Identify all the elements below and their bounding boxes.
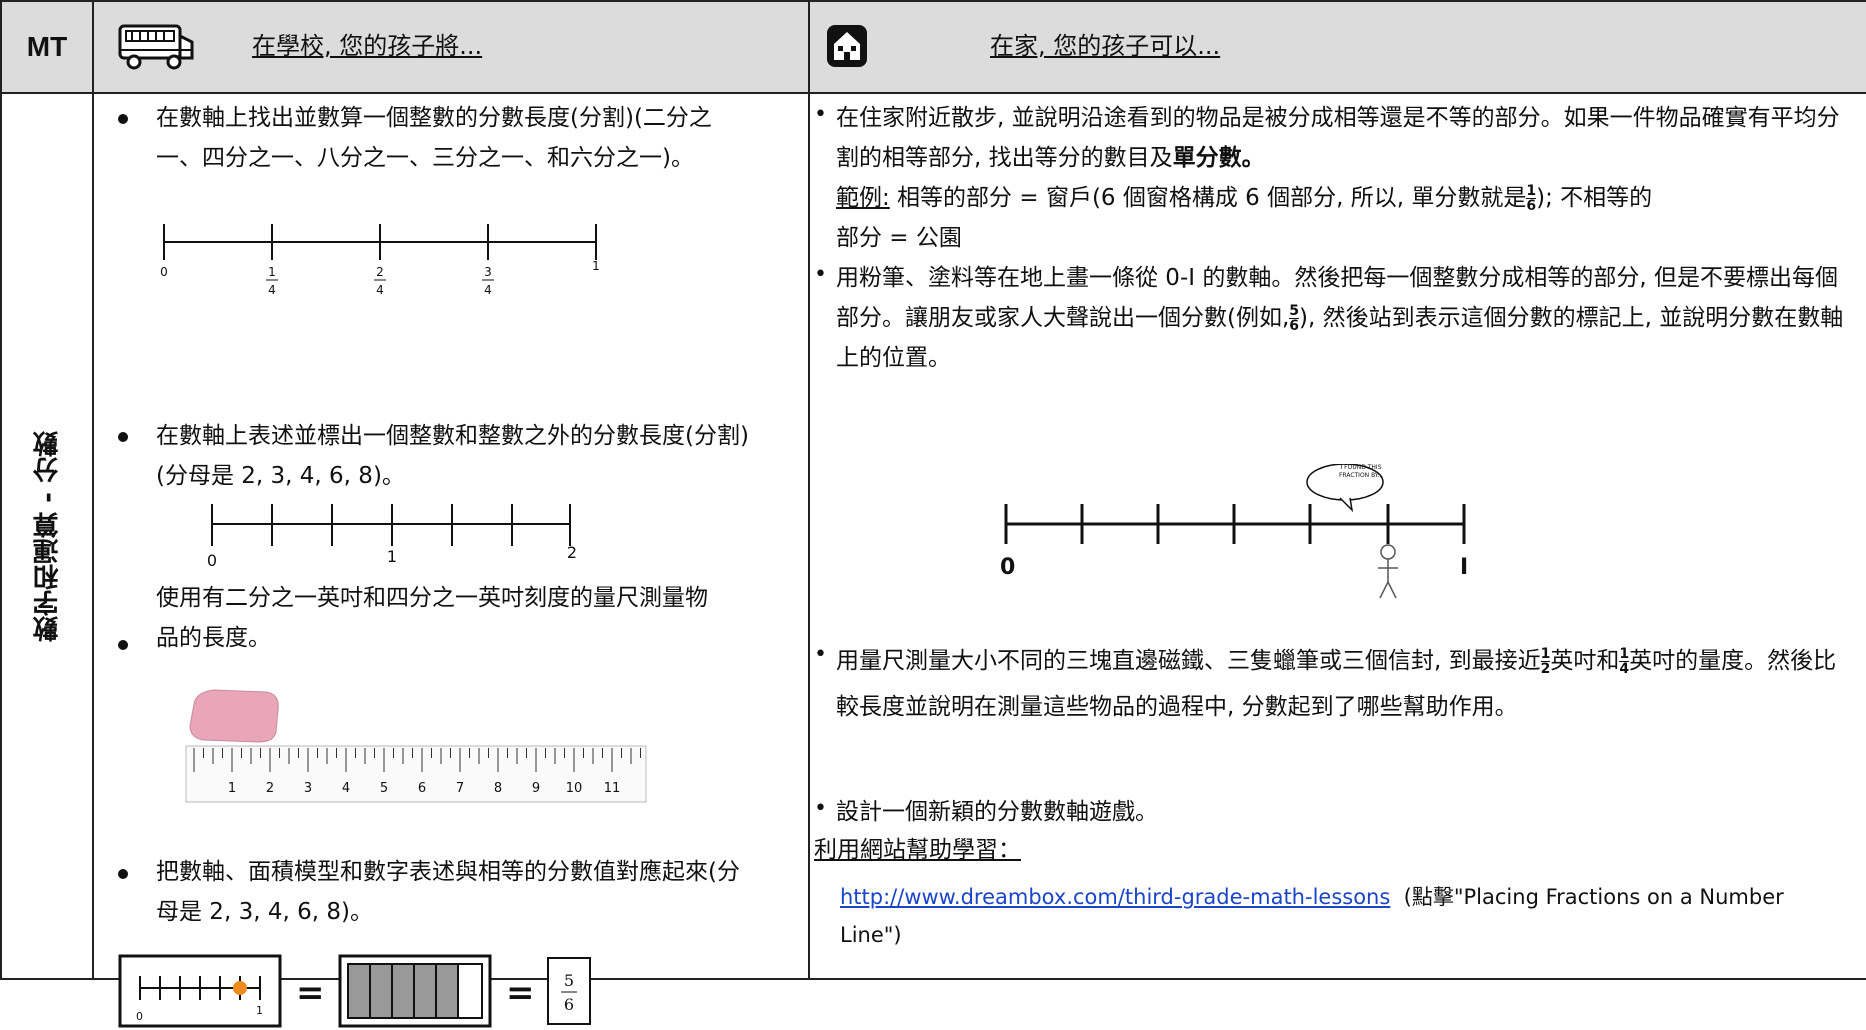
model-frac-num: 5 (564, 971, 574, 990)
home-item-1: 在住家附近散步, 並說明沿途看到的物品是被分成相等還是不等的部分。如果一件物品確… (836, 105, 1840, 171)
web-resources-label: 利用網站幫助學習： (814, 837, 1021, 863)
dreambox-link[interactable]: http://www.dreambox.com/third-grade-math… (840, 885, 1391, 909)
nl2-label-1: 1 (387, 547, 397, 566)
home-line-label-1: I (1460, 555, 1468, 580)
nl1-label-1: 1 (268, 265, 276, 279)
home-example-cont: 部分 = 公園 (836, 225, 962, 251)
nl1-den-3: 4 (484, 283, 492, 297)
bullet-icon (118, 869, 128, 879)
home-title: 在家, 您的孩子可以... (990, 32, 1221, 60)
subject-cell: 數字和運算 - 分數 (0, 92, 94, 980)
nl2-label-2: 2 (567, 543, 577, 562)
bullet-icon: • (814, 102, 827, 127)
home-item-4: 設計一個新穎的分數數軸遊戲。 (836, 799, 1158, 825)
bullet-icon (118, 432, 128, 442)
equals-sign-2: = (506, 973, 535, 1013)
model-nl-0: 0 (136, 1010, 143, 1023)
ruler-label: 11 (604, 781, 621, 796)
ruler-label: 2 (266, 781, 274, 796)
model-frac-den: 6 (564, 995, 574, 1014)
ruler-label: 4 (342, 781, 350, 796)
nl1-label-3: 3 (484, 265, 492, 279)
school-header: 在學校, 您的孩子將... (92, 0, 810, 94)
ruler-label: 9 (532, 781, 540, 796)
nl1-label-0: 0 (160, 265, 168, 279)
subject-label: 數字和運算 - 分數 (32, 430, 63, 642)
subject-code: MT (0, 0, 94, 94)
house-icon (827, 25, 867, 67)
ruler-label: 6 (418, 781, 426, 796)
ruler-label: 10 (566, 781, 583, 796)
stick-figure-icon (1378, 544, 1398, 599)
ruler-label: 8 (494, 781, 502, 796)
equals-sign-1: = (296, 973, 325, 1013)
web-resource: http://www.dreambox.com/third-grade-math… (840, 878, 1840, 954)
nl1-label-4: 1 (592, 259, 600, 273)
content-row: 數字和運算 - 分數 在數軸上找出並數算一個整數的分數長度(分割)(二分之一、四… (0, 92, 1866, 1028)
school-item-1: 在數軸上找出並數算一個整數的分數長度(分割)(二分之一、四分之一、八分之一、三分… (156, 105, 712, 171)
nl2-label-0: 0 (207, 551, 217, 570)
school-item-2: 在數軸上表述並標出一個整數和整數之外的分數長度(分割)(分母是 2, 3, 4,… (156, 423, 749, 489)
nl1-den-1: 4 (268, 283, 276, 297)
bullet-icon: • (814, 642, 827, 667)
model-nl-1: 1 (256, 1004, 263, 1017)
kid-number-line-image: 0 I (1000, 464, 1468, 599)
school-item-4: 把數軸、面積模型和數字表述與相等的分數值對應起來(分母是 2, 3, 4, 6,… (156, 859, 740, 925)
home-item-2: 用粉筆、塗料等在地上畫一條從 0-I 的數軸。然後把每一個整數分成相等的部分, … (836, 265, 1844, 371)
ruler-eraser-image: 1 2 3 4 5 6 7 8 9 10 11 (185, 689, 647, 803)
ruler-label: 7 (456, 781, 464, 796)
school-bus-icon (118, 24, 194, 70)
link-note: (點擊"Placing Fractions on a Number Line") (840, 885, 1784, 947)
bullet-icon: • (814, 262, 827, 287)
home-header: 在家, 您的孩子可以... (808, 0, 1866, 94)
equivalent-fraction-model: 0 1 = = 5 6 (118, 954, 591, 1028)
ruler-label: 5 (380, 781, 388, 796)
nl1-label-2: 2 (376, 265, 384, 279)
school-title: 在學校, 您的孩子將... (252, 32, 483, 60)
bullet-icon (118, 114, 128, 124)
speech-bubble-text: I FOUND THIS FRACTION BY... (1338, 464, 1384, 479)
number-line-quarters: 0 1 2 3 1 4 4 4 (160, 224, 600, 297)
header-row: MT 在學校, 您的孩子將... 在家, 您的孩子可以. (0, 0, 1866, 94)
number-line-halves: 0 1 2 (207, 504, 577, 570)
home-line-label-0: 0 (1000, 555, 1015, 580)
bullet-icon (118, 640, 128, 650)
bullet-icon: • (814, 796, 827, 821)
school-column: 在數軸上找出並數算一個整數的分數長度(分割)(二分之一、四分之一、八分之一、三分… (92, 92, 810, 1028)
home-column: • 在住家附近散步, 並說明沿途看到的物品是被分成相等還是不等的部分。如果一件物… (808, 92, 1866, 980)
ruler-label: 1 (228, 781, 236, 796)
ruler-label: 3 (304, 781, 312, 796)
nl1-den-2: 4 (376, 283, 384, 297)
school-item-3: 使用有二分之一英吋和四分之一英吋刻度的量尺測量物品的長度。 (156, 585, 708, 651)
